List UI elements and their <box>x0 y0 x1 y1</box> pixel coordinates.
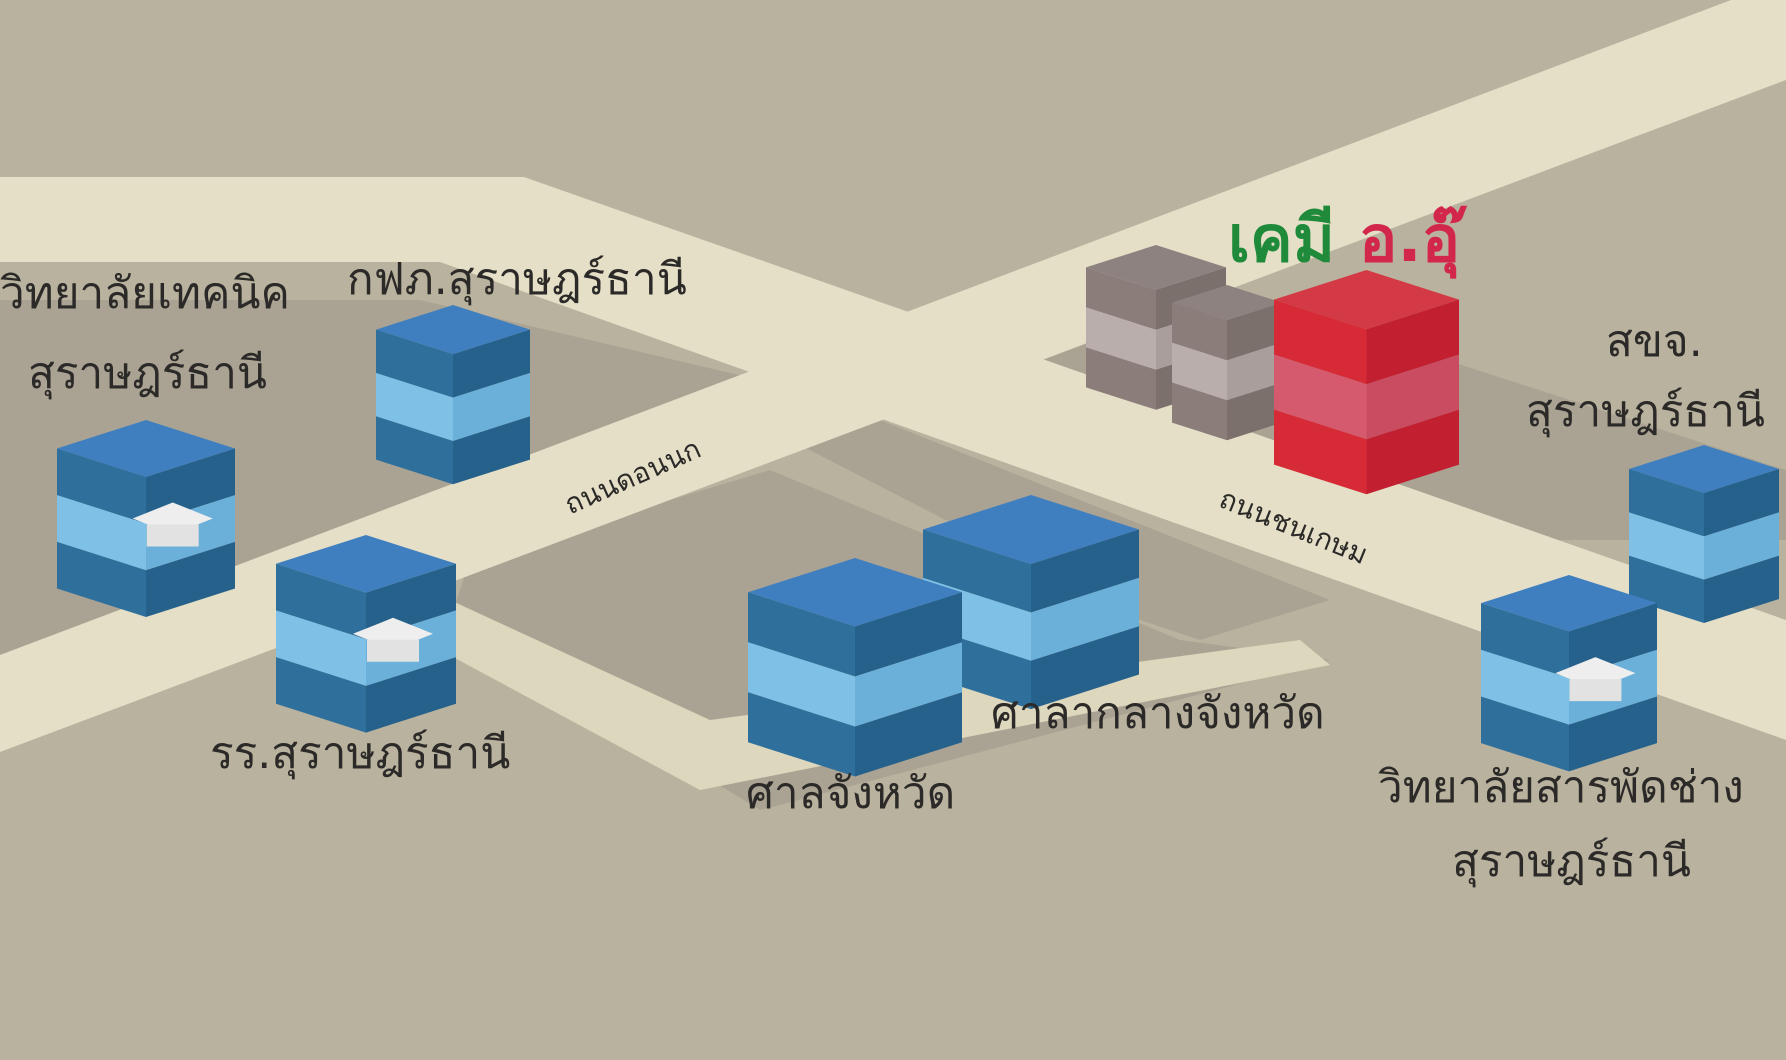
building-side <box>1366 299 1459 385</box>
building-side <box>146 541 235 617</box>
building-side <box>1086 267 1156 330</box>
label-technical-college: วิทยาลัยเทคนิค <box>0 268 290 319</box>
building-roof <box>276 535 456 593</box>
building-side <box>276 563 366 640</box>
building-side <box>748 592 855 677</box>
label-polytechnic-city: สุราษฎร์ธานี <box>1452 836 1692 887</box>
building-roof <box>1086 245 1226 290</box>
building-side <box>1366 409 1459 495</box>
building-grey-2 <box>1172 285 1282 321</box>
building-roof <box>923 495 1139 565</box>
label-school: รร.สุราษฎร์ธานี <box>210 728 511 779</box>
title-part-1: เคมี <box>1228 203 1335 277</box>
building-side <box>1086 307 1156 370</box>
road-chon-kasem <box>0 177 1786 740</box>
building-side <box>1031 529 1139 613</box>
building-side <box>376 372 453 441</box>
building-side <box>1227 342 1282 401</box>
building-pea <box>376 305 530 355</box>
building-side <box>1704 512 1779 580</box>
label-court: ศาลจังหวัด <box>746 768 956 819</box>
building-side <box>276 610 366 686</box>
building-side <box>748 642 855 727</box>
building-side <box>376 329 453 398</box>
building-side <box>1274 409 1367 495</box>
label-health-office: สขจ. <box>1606 316 1703 367</box>
label-technical-college-city: สุราษฎร์ธานี <box>28 348 268 399</box>
label-polytechnic: วิทยาลัยสารพัดช่าง <box>1378 762 1744 813</box>
building-chem-a-u <box>1274 270 1459 330</box>
building-roof <box>376 305 530 355</box>
graduation-cap-icon <box>146 524 199 547</box>
building-side <box>1569 696 1657 772</box>
building-side <box>1366 354 1459 440</box>
building-side <box>1481 649 1569 725</box>
building-side <box>1481 696 1569 772</box>
building-side <box>1704 555 1779 623</box>
building-side <box>855 642 962 727</box>
building-side <box>453 372 530 441</box>
building-side <box>1227 382 1282 441</box>
label-city-hall: ศาลากลางจังหวัด <box>991 688 1325 739</box>
building-roof <box>1274 270 1459 330</box>
building-side <box>57 541 146 617</box>
building-side <box>923 529 1031 613</box>
graduation-cap-icon <box>367 639 419 662</box>
building-roof <box>1172 285 1282 321</box>
building-side <box>855 692 962 777</box>
building-side <box>366 657 456 733</box>
building-side <box>1481 603 1569 678</box>
shop-title: เคมี อ.อุ๊ <box>1228 188 1460 290</box>
label-health-office-city: สุราษฎร์ธานี <box>1526 386 1766 437</box>
building-side <box>453 329 530 398</box>
building-side <box>376 416 453 485</box>
label-pea: กฟภ.สุราษฎร์ธานี <box>347 254 687 305</box>
building-side <box>1629 469 1704 537</box>
title-part-2: อ.อุ๊ <box>1358 203 1461 277</box>
graduation-cap-icon <box>1569 679 1622 702</box>
building-side <box>1274 354 1367 440</box>
road-side <box>440 600 1330 790</box>
building-side <box>1274 299 1367 385</box>
building-side <box>57 495 146 571</box>
building-school <box>276 535 456 593</box>
building-side <box>1629 555 1704 623</box>
building-side <box>57 448 146 524</box>
building-grey-1 <box>1086 245 1226 290</box>
building-side <box>453 416 530 485</box>
building-side <box>276 657 366 733</box>
building-side <box>1031 577 1139 661</box>
building-side <box>1172 302 1227 361</box>
building-side <box>1172 342 1227 401</box>
building-side <box>1086 347 1156 410</box>
building-side <box>1629 512 1704 580</box>
buildings <box>57 245 1779 777</box>
building-city-hall <box>923 495 1139 565</box>
building-side <box>855 592 962 677</box>
building-side <box>1172 382 1227 441</box>
building-side <box>748 692 855 777</box>
building-side <box>1704 469 1779 537</box>
building-side <box>1031 626 1139 710</box>
building-side <box>1227 302 1282 361</box>
